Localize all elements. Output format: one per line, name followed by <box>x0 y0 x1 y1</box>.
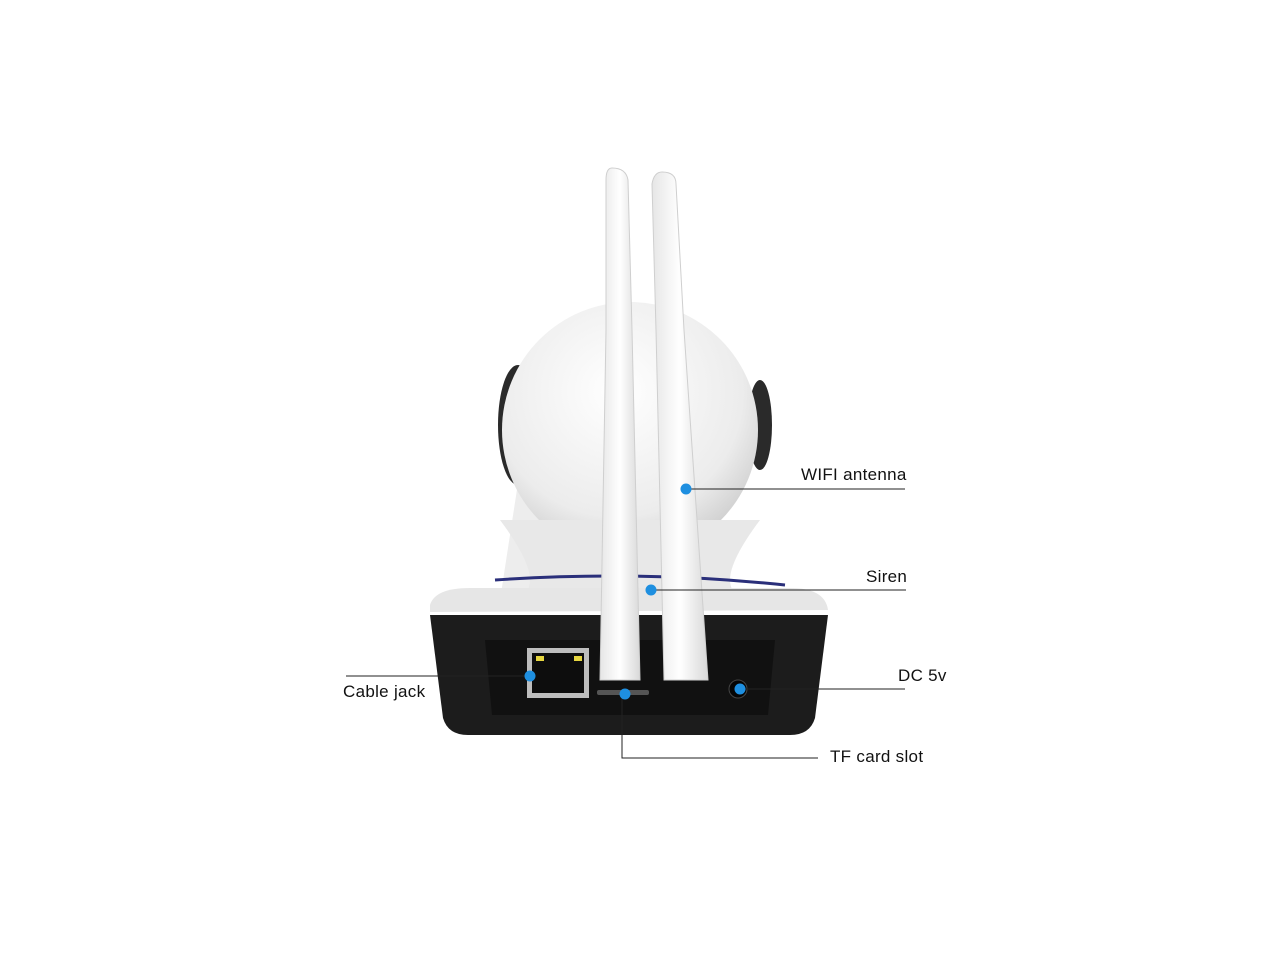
tf-card-leader <box>621 694 818 759</box>
siren-label: Siren <box>866 567 908 586</box>
wifi-antenna-dot <box>680 483 692 495</box>
tf-card-dot <box>619 688 631 700</box>
wifi-antenna-label: WIFI antenna <box>801 465 907 484</box>
tf-card-slot-label: TF card slot <box>830 747 924 766</box>
callout-lines <box>346 488 906 759</box>
camera <box>430 167 828 735</box>
dc-power-label: DC 5v <box>898 666 947 685</box>
cable-jack-dot <box>524 670 536 682</box>
siren-dot <box>645 584 657 596</box>
dc-power-dot <box>734 683 746 695</box>
cable-jack-label: Cable jack <box>343 682 426 701</box>
